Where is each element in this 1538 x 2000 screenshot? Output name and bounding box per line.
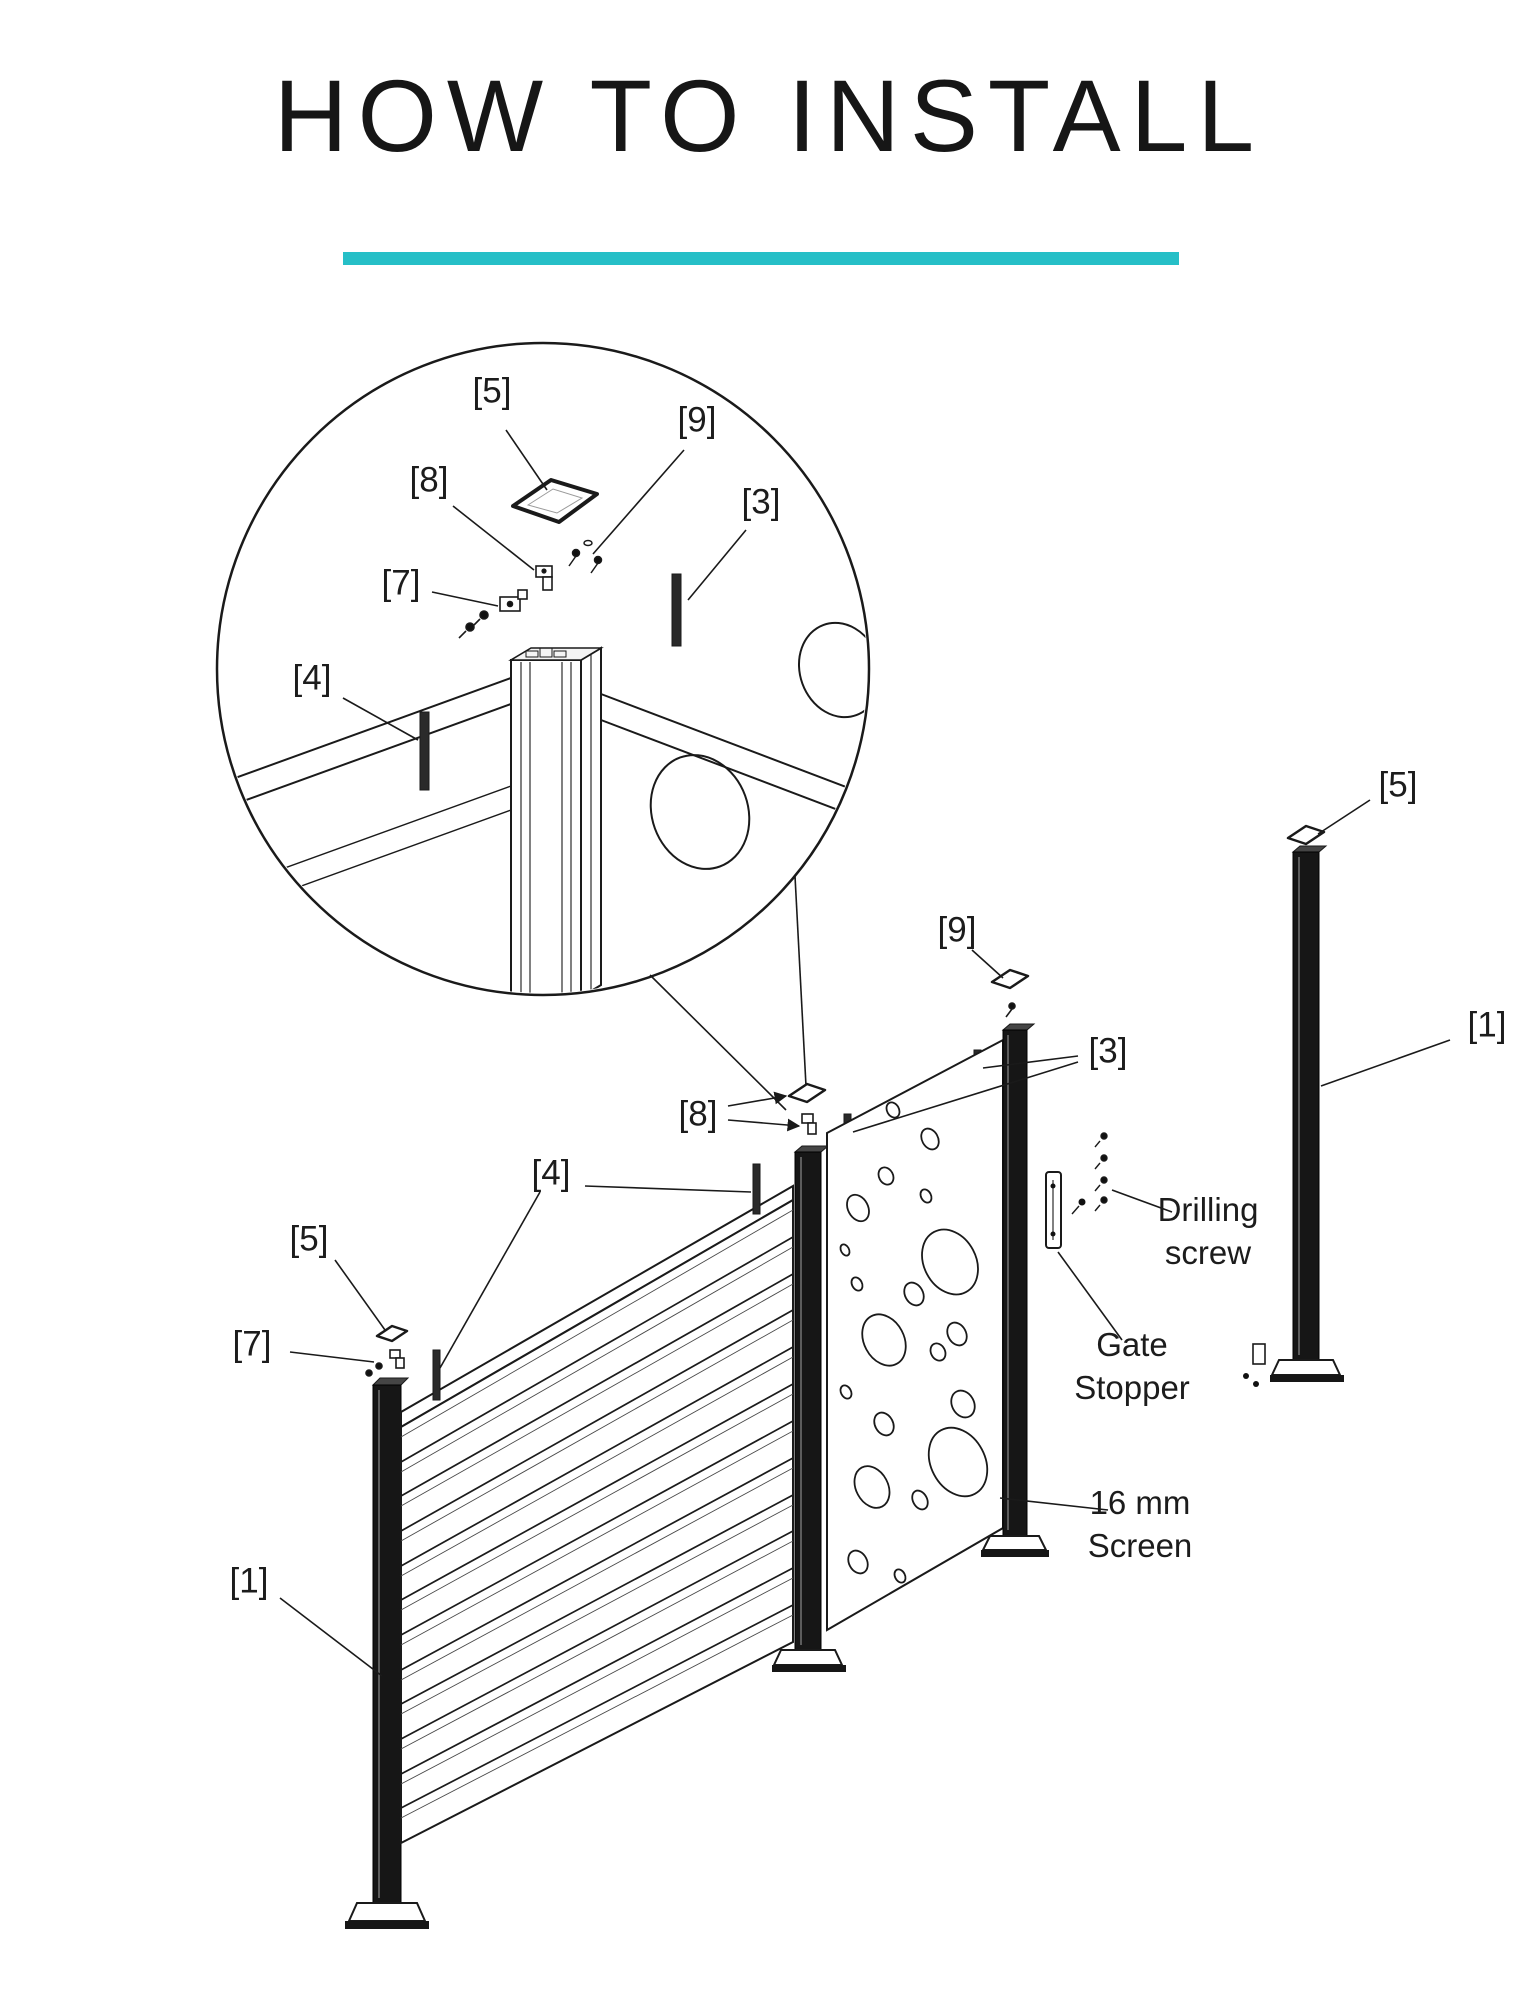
screen-panel [826,1038,1004,1632]
screen-post-foot [981,1535,1048,1551]
strip-part4-left [432,1349,441,1401]
screen-post-cap-hardware [990,968,1030,1018]
callout-part3-detail: [3] [741,482,781,522]
detail-bracket-part8 [535,565,553,591]
detail-screen-holes [649,621,867,870]
annotation-gate-stopper: Gate Stopper [1074,1326,1190,1406]
right-post-cap [1286,824,1326,846]
left-post-foot [347,1902,427,1922]
annotation-16mm-screen: 16 mm Screen [1087,1484,1193,1564]
detail-bracket-part7 [458,589,528,639]
callout-part4-detail: [4] [292,658,332,698]
slat-panel [400,1184,794,1845]
detail-view [215,341,871,997]
callout-part3-main: [3] [1088,1031,1128,1071]
annotation-drilling-screw: Drilling screw [1157,1191,1259,1271]
callout-part7-detail: [7] [381,563,421,603]
drilling-screws [1094,1132,1108,1212]
callout-part7-left: [7] [232,1324,272,1364]
detail-screws [568,539,603,574]
callout-part1-right: [1] [1467,1005,1507,1045]
middle-post-cap-hardware [787,1082,827,1135]
detail-leader-lines [342,429,747,741]
callout-part1-left: [1] [229,1561,269,1601]
callout-part5-left: [5] [289,1219,329,1259]
left-post [345,1377,429,1929]
screen-post [981,1023,1049,1557]
middle-post [772,1145,846,1672]
callout-part9-detail: [9] [677,400,717,440]
detail-strip-part3 [671,573,682,647]
left-post-cap-hardware [365,1324,409,1377]
callout-part5-right: [5] [1378,765,1418,805]
detail-post-profile [508,646,604,993]
screen-holes [839,1101,989,1584]
right-post [1243,845,1344,1387]
gate-stopper [1045,1171,1086,1249]
page-title: HOW TO INSTALL [273,59,1265,173]
accent-underline [343,252,1179,265]
middle-post-foot [772,1649,844,1666]
callout-part5-detail: [5] [472,371,512,411]
detail-post-cap [511,478,599,524]
zoom-connector-lines [649,875,807,1111]
detail-strip-part4 [419,711,430,791]
main-leader-lines [279,799,1451,1677]
callout-part9-main: [9] [937,910,977,950]
main-assembly [279,799,1451,1929]
callout-part4-main: [4] [531,1153,571,1193]
callout-part8-main: [8] [678,1094,718,1134]
strip-part4-middle [752,1163,761,1215]
right-post-foot [1270,1359,1342,1376]
callout-part8-detail: [8] [409,460,449,500]
right-post-foot-bracket [1252,1343,1266,1365]
